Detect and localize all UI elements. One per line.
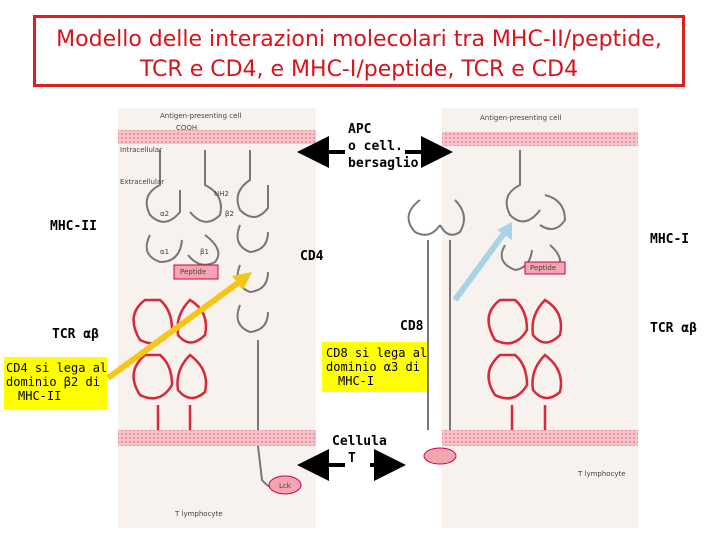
left-panel-background [118,108,316,528]
tcr-stalks [156,405,192,430]
tcr-left-label: TCR αβ [52,327,99,342]
right-lck-kinase [423,447,457,465]
extracellular-caption: Extracellular [120,178,165,186]
mhc1-peptide-block [524,261,566,275]
cd8-stalks [427,240,451,430]
cd4-note-line-1: CD4 si lega al [6,361,108,375]
right-tcr-beta-c [531,353,563,400]
cd8-binding-arrow [452,230,508,302]
target-cell-caption: Antigen-presenting cell [480,114,562,122]
apc-membrane [118,130,316,144]
cooh-caption: COOH [176,124,198,132]
apc-label-line-1: APC [348,122,372,137]
tcr-alpha-c-domain [132,353,174,400]
peptide-caption: Peptide [180,268,207,276]
cd8-note-line-2: dominio α3 di [326,360,420,374]
nh2-caption: NH2 [214,190,229,198]
t-cell-membrane [118,430,316,446]
left-panel [118,108,316,528]
right-panel-background [442,108,638,528]
cd8-alpha-head [407,199,441,236]
cd8-label: CD8 [400,319,424,334]
tcr-beta-c-domain [176,353,208,400]
mhc2-alpha1-domain [145,234,183,264]
mhc2-alpha2-domain [145,150,181,223]
cd4-label: CD4 [300,249,324,264]
cd8-beta-head [439,199,465,236]
cd4-d1 [236,304,269,334]
title-line-2: TCR e CD4, e MHC-I/peptide, TCR e CD4 [139,57,579,82]
cellula-label-line-1: Cellula [332,434,387,449]
alpha2-caption: α2 [160,210,170,218]
beta2-caption: β2 [225,210,234,218]
cellula-label-line-2: T [348,451,356,466]
t-lymphocyte-caption: T lymphocyte [175,510,223,518]
mhc1-alpha3-domain [505,150,541,223]
mhc2-beta1-domain [187,234,220,266]
beta1-caption: β1 [200,248,209,256]
cd8-binding-arrowhead [497,222,512,240]
mhc2-beta2-domain [189,150,222,223]
cd4-binding-note: CD4 si lega al dominio β2 di MHC-II [4,357,107,410]
apc-cell-caption: Antigen-presenting cell [160,112,242,120]
beta2-microglobulin [539,194,567,230]
cd4-binding-arrowhead [232,272,252,290]
lck-kinase [268,475,302,495]
title-line-1: Modello delle interazioni molecolari tra… [56,27,662,52]
right-t-cell-membrane [442,430,638,446]
cd4-note-line-2: dominio β2 di [6,375,100,389]
cd8-note-line-1: CD8 si lega al [326,346,428,360]
right-tcr-beta-v [531,298,563,344]
right-tcr-alpha-c [487,353,529,400]
apc-label-line-3: bersaglio [348,156,419,171]
peptide-block [173,264,219,280]
cd8-binding-note: CD8 si lega al dominio α3 di MHC-I [322,342,427,392]
right-panel [407,108,638,528]
mhc1-label: MHC-I [650,232,690,247]
cd4-d4 [236,150,269,218]
tcr-beta-v-domain [176,298,208,344]
title-box: Modello delle interazioni molecolari tra… [33,15,685,87]
apc-label-line-2: o cell. [348,139,403,154]
cd4-d3 [236,224,269,254]
lck-caption: Lck [279,482,291,490]
cd4-binding-arrow [106,277,244,381]
cd8-note-line-3: MHC-I [338,374,375,388]
alpha1-caption: α1 [160,248,170,256]
cd4-note-line-3: MHC-II [18,389,62,403]
tcr-right-label: TCR αβ [650,321,697,336]
right-tcr-stalks [510,405,547,430]
mhc1-peptide-caption: Peptide [530,264,557,272]
target-membrane [442,132,638,146]
mhc1-alpha2-domain [500,244,533,272]
intracellular-caption: Intracellular [120,146,163,154]
mhc2-label: MHC-II [50,219,97,234]
right-t-lymphocyte-caption: T lymphocyte [578,470,626,478]
right-tcr-alpha-v [487,298,529,345]
